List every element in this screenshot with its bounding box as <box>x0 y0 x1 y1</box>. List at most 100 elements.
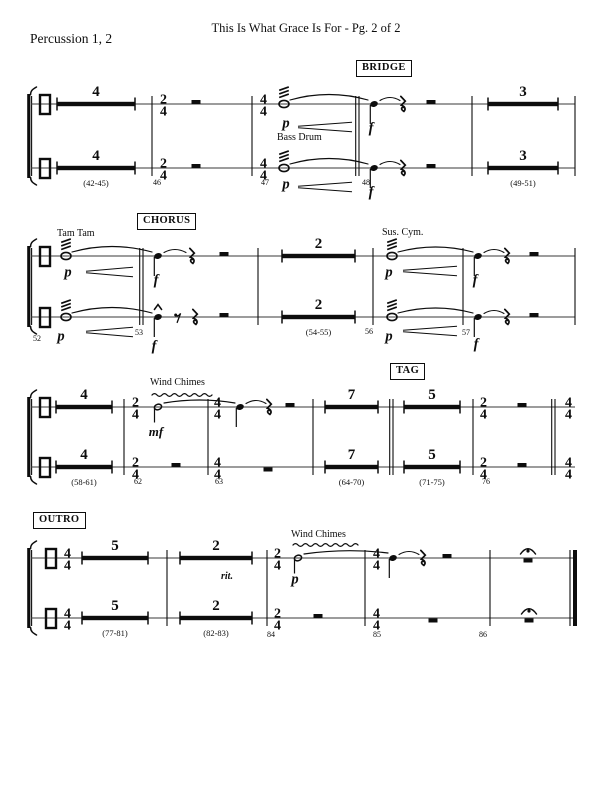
slur <box>71 245 153 253</box>
lv-tie <box>245 399 267 405</box>
time-signature-denominator: 4 <box>373 559 380 574</box>
lv-tie <box>398 550 420 556</box>
time-signature-numerator: 4 <box>214 456 221 471</box>
slur <box>289 157 369 165</box>
fermata-arc <box>520 608 538 615</box>
half-rest <box>517 403 527 407</box>
trill-wavy-line <box>292 542 359 548</box>
tremolo-whole-note <box>278 163 290 173</box>
time-signature-numerator: 2 <box>132 456 139 471</box>
bracket-hook-top <box>29 389 38 399</box>
multimeasure-rest-bar <box>82 555 148 561</box>
percussion-clef <box>38 245 52 268</box>
tremolo-whole-note <box>60 312 72 322</box>
multirest-count: 4 <box>80 387 88 403</box>
multimeasure-rest-bar <box>57 165 135 171</box>
half-rest <box>219 252 229 256</box>
measure-number: 47 <box>261 178 269 187</box>
tremolo-slash <box>386 245 398 251</box>
bracket-hook-bottom <box>29 176 38 186</box>
crescendo-hairpin <box>297 181 353 187</box>
quarter-note-head <box>389 554 397 562</box>
percussion-clef <box>38 157 52 180</box>
crescendo-hairpin <box>85 332 134 338</box>
percussion-clef <box>38 306 52 329</box>
measure-number: 56 <box>365 327 373 336</box>
lv-tie <box>379 96 401 102</box>
quarter-rest <box>503 247 511 265</box>
slur <box>397 246 474 253</box>
system-bracket <box>27 94 31 178</box>
multimeasure-rest-bar <box>488 101 558 107</box>
instrument-label: rit. <box>221 571 233 582</box>
percussion-clef <box>44 547 58 570</box>
multirest-count: 5 <box>111 538 119 554</box>
quarter-rest <box>399 159 407 177</box>
multirest-count: 3 <box>519 148 527 164</box>
measure-number: 76 <box>482 477 490 486</box>
measure-number: 62 <box>134 477 142 486</box>
dynamic-marking: f <box>474 336 481 352</box>
half-rest <box>191 100 201 104</box>
time-signature-numerator: 4 <box>214 396 221 411</box>
time-signature-numerator: 2 <box>274 607 281 622</box>
time-signature-numerator: 2 <box>274 547 281 562</box>
tremolo-slash <box>386 306 398 312</box>
tremolo-slash <box>278 153 290 159</box>
whole-rest <box>428 618 438 623</box>
system-bracket <box>27 397 31 477</box>
time-signature-denominator: 4 <box>480 468 487 483</box>
tremolo-slash <box>278 86 290 92</box>
measure-range: (54-55) <box>306 327 332 337</box>
time-signature-numerator: 2 <box>160 157 167 172</box>
time-signature-denominator: 4 <box>132 408 139 423</box>
percussion-clef <box>38 396 52 419</box>
time-signature-numerator: 2 <box>480 456 487 471</box>
rehearsal-mark: OUTRO <box>33 512 86 530</box>
lv-tie <box>483 309 505 315</box>
half-rest <box>517 463 527 467</box>
tremolo-slash <box>60 245 72 251</box>
dynamic-marking: p <box>383 264 392 280</box>
measure-range: (64-70) <box>339 477 365 487</box>
tremolo-slash <box>60 238 72 244</box>
time-signature-numerator: 4 <box>373 547 380 562</box>
quarter-rest <box>265 398 273 416</box>
multirest-count: 2 <box>212 598 220 614</box>
dynamic-marking: p <box>383 328 392 344</box>
accent-marcato <box>153 303 163 311</box>
crescendo-hairpin <box>85 272 134 278</box>
rehearsal-mark: CHORUS <box>137 213 197 231</box>
multimeasure-rest-bar <box>180 555 252 561</box>
time-signature-numerator: 4 <box>260 93 267 108</box>
time-signature-denominator: 4 <box>160 105 167 120</box>
quarter-note-head <box>370 100 378 108</box>
time-signature-denominator: 4 <box>480 408 487 423</box>
slur <box>303 550 389 555</box>
instrument-label: Wind Chimes <box>150 377 205 388</box>
multirest-count: 5 <box>428 447 436 463</box>
time-signature-numerator: 4 <box>565 456 572 471</box>
dynamic-marking: p <box>55 328 64 344</box>
quarter-rest <box>188 247 196 265</box>
time-signature-numerator: 4 <box>565 396 572 411</box>
crescendo-hairpin <box>402 325 458 331</box>
system-bracket <box>27 548 31 628</box>
multimeasure-rest-bar <box>488 165 558 171</box>
page-title: This Is What Grace Is For - Pg. 2 of 2 <box>211 21 401 35</box>
crescendo-hairpin <box>85 326 134 332</box>
quarter-note-head <box>236 403 244 411</box>
time-signature-numerator: 4 <box>64 607 71 622</box>
system-bracket <box>27 246 31 327</box>
quarter-rest <box>399 95 407 113</box>
quarter-note-head <box>154 313 162 321</box>
multimeasure-rest-bar <box>57 101 135 107</box>
bracket-hook-bottom <box>29 626 38 636</box>
dynamic-marking: p <box>289 571 298 587</box>
measure-range: (58-61) <box>71 477 97 487</box>
time-signature-numerator: 2 <box>132 396 139 411</box>
measure-number: 53 <box>135 328 143 337</box>
tremolo-slash <box>386 302 398 308</box>
lv-tie <box>379 160 401 166</box>
